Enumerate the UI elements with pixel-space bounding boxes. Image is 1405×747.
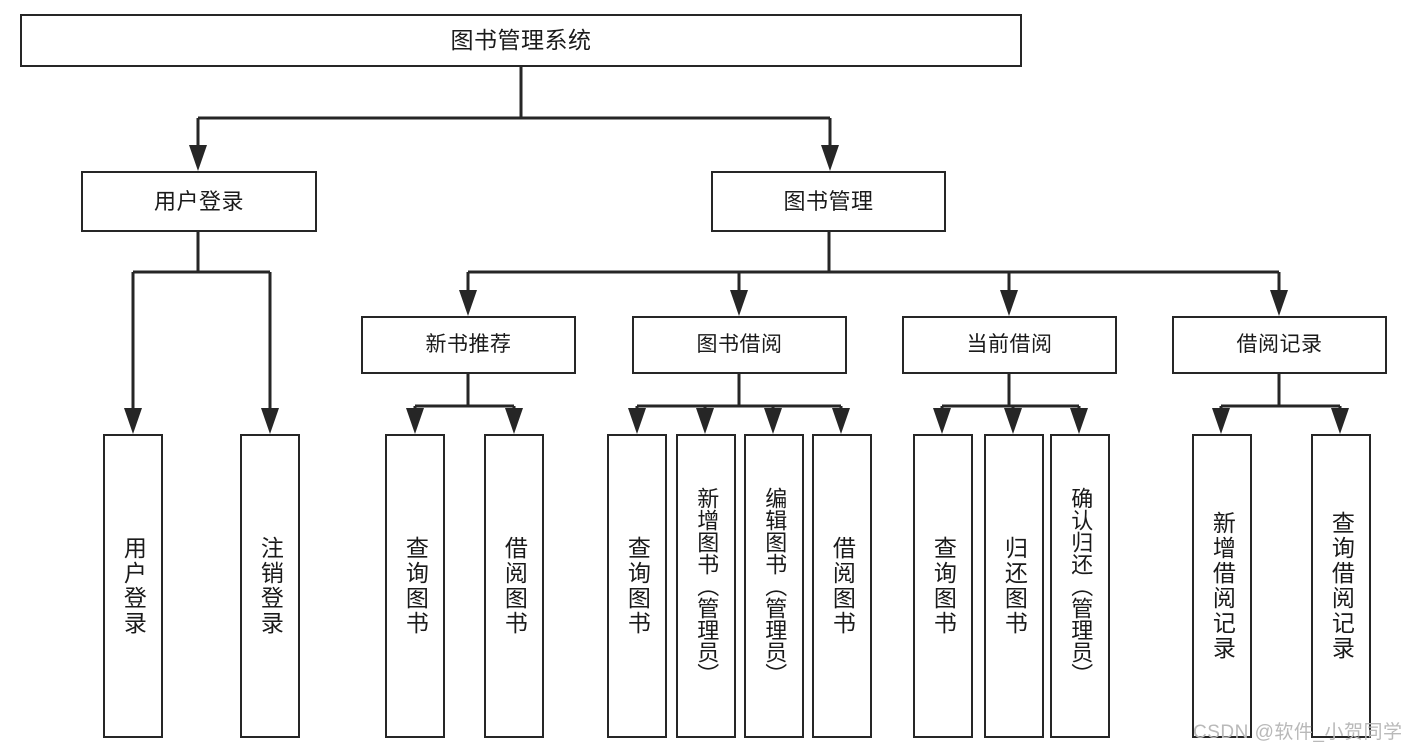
node-leaf-user-login[interactable]: 用户登录	[103, 434, 163, 738]
node-leaf-query-book-3[interactable]: 查询图书	[913, 434, 973, 738]
node-leaf-query-book-2[interactable]: 查询图书	[607, 434, 667, 738]
node-user-login[interactable]: 用户登录	[81, 171, 317, 232]
node-current-borrow-label: 当前借阅	[966, 332, 1053, 356]
node-book-borrow[interactable]: 图书借阅	[632, 316, 847, 374]
node-borrow-record-label: 借阅记录	[1236, 332, 1323, 356]
node-new-book-recommend-label: 新书推荐	[425, 332, 512, 356]
node-leaf-query-record[interactable]: 查询借阅记录	[1311, 434, 1371, 738]
node-root-system[interactable]: 图书管理系统	[20, 14, 1022, 67]
node-leaf-add-record[interactable]: 新增借阅记录	[1192, 434, 1252, 738]
node-book-manage[interactable]: 图书管理	[711, 171, 946, 232]
node-leaf-borrow-book-2[interactable]: 借阅图书	[812, 434, 872, 738]
node-leaf-query-record-label: 查询借阅记录	[1328, 511, 1355, 661]
node-current-borrow[interactable]: 当前借阅	[902, 316, 1117, 374]
node-leaf-user-login-label: 用户登录	[120, 536, 147, 636]
node-leaf-borrow-book-2-label: 借阅图书	[829, 536, 856, 636]
node-leaf-confirm-return-label: 确认归还（管理员）	[1068, 487, 1094, 685]
node-leaf-return-book-label: 归还图书	[1001, 536, 1028, 636]
node-leaf-query-book-1-label: 查询图书	[402, 536, 429, 636]
node-leaf-add-record-label: 新增借阅记录	[1209, 511, 1236, 661]
node-leaf-borrow-book-1-label: 借阅图书	[501, 536, 528, 636]
node-leaf-query-book-3-label: 查询图书	[930, 536, 957, 636]
node-leaf-add-book-label: 新增图书（管理员）	[694, 487, 720, 685]
node-leaf-edit-book[interactable]: 编辑图书（管理员）	[744, 434, 804, 738]
node-new-book-recommend[interactable]: 新书推荐	[361, 316, 576, 374]
node-leaf-return-book[interactable]: 归还图书	[984, 434, 1044, 738]
node-borrow-record[interactable]: 借阅记录	[1172, 316, 1387, 374]
node-leaf-borrow-book-1[interactable]: 借阅图书	[484, 434, 544, 738]
node-leaf-edit-book-label: 编辑图书（管理员）	[762, 487, 788, 685]
node-leaf-add-book[interactable]: 新增图书（管理员）	[676, 434, 736, 738]
node-book-manage-label: 图书管理	[783, 188, 874, 214]
node-leaf-query-book-1[interactable]: 查询图书	[385, 434, 445, 738]
node-book-borrow-label: 图书借阅	[696, 332, 783, 356]
node-user-login-label: 用户登录	[153, 188, 244, 214]
node-leaf-query-book-2-label: 查询图书	[624, 536, 651, 636]
node-leaf-user-logout[interactable]: 注销登录	[240, 434, 300, 738]
node-root-system-label: 图书管理系统	[450, 26, 592, 53]
node-leaf-confirm-return[interactable]: 确认归还（管理员）	[1050, 434, 1110, 738]
node-leaf-user-logout-label: 注销登录	[257, 536, 284, 636]
